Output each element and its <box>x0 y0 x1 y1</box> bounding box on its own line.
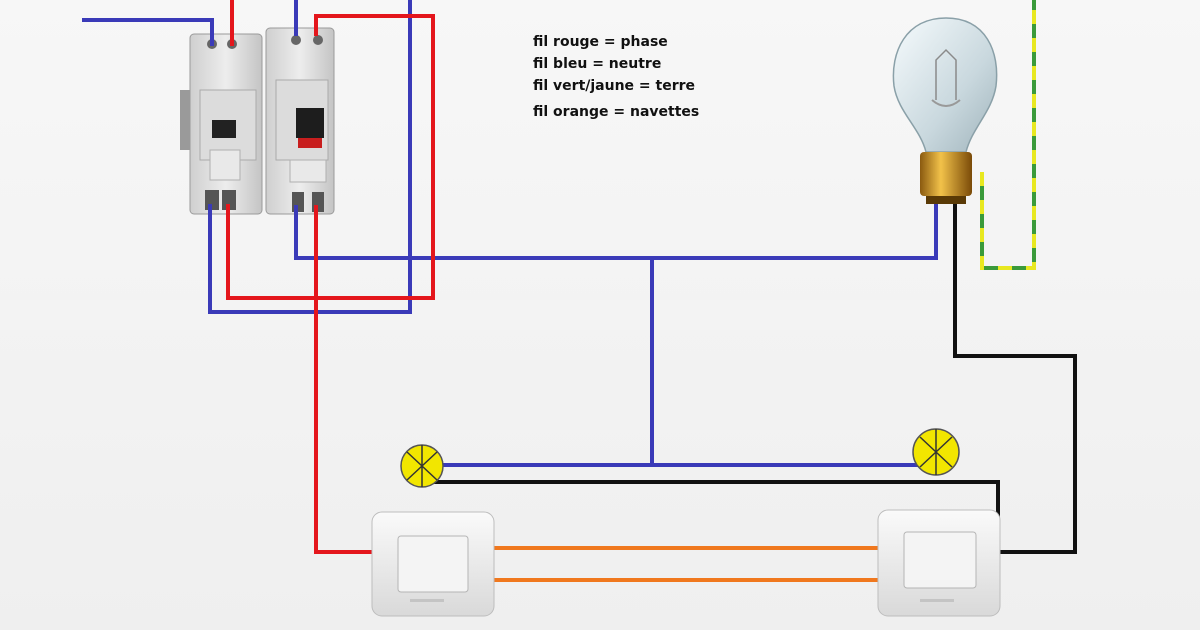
neutral-loop-wire <box>208 0 412 314</box>
traveler-wires <box>492 546 892 582</box>
legend-earth: fil vert/jaune = terre <box>533 78 696 94</box>
differential-breaker-icon <box>180 33 263 215</box>
phase-loop-wire <box>226 14 435 300</box>
return-wires <box>430 200 1077 554</box>
legend-neutral: fil bleu = neutre <box>533 56 662 72</box>
wire-color-legend: fil rouge = phase fil bleu = neutre fil … <box>533 31 699 123</box>
neutral-bus-wire <box>294 200 938 260</box>
two-way-switch-icon <box>371 511 495 617</box>
two-way-switch-icon <box>877 509 1001 617</box>
return-lamp-wire <box>953 200 1077 554</box>
circuit-breaker-icon <box>265 27 335 215</box>
legend-phase: fil rouge = phase <box>533 34 668 50</box>
junction-box-icon <box>912 428 960 476</box>
junction-box-icon <box>400 444 444 488</box>
legend-travelers: fil orange = navettes <box>533 104 700 120</box>
phase-switch-wire <box>314 205 372 554</box>
phase-wires <box>226 0 435 554</box>
neutral-feed-wire <box>82 18 214 46</box>
neutral-wires <box>82 0 938 467</box>
light-bulb-icon <box>892 17 998 204</box>
earth-wire <box>980 0 1036 270</box>
